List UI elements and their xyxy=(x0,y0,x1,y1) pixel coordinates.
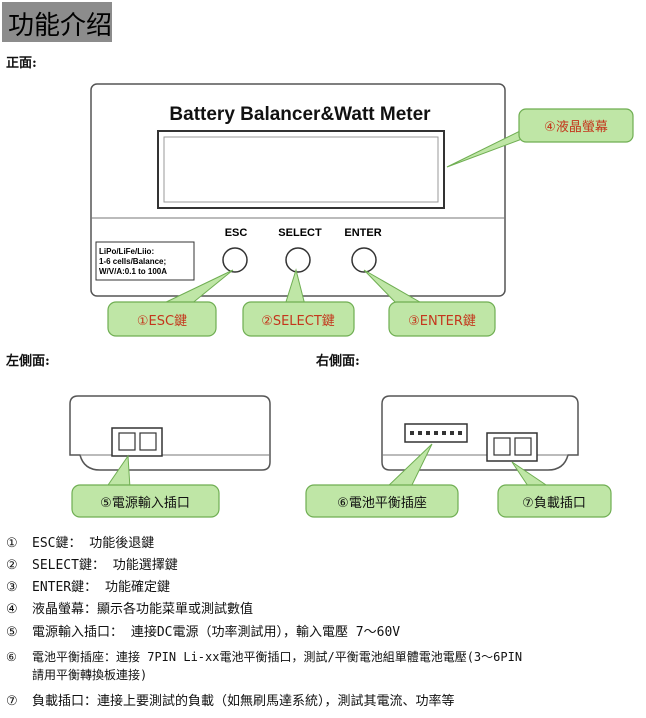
callout-esc: ①ESC鍵 xyxy=(107,269,234,337)
select-label: SELECT xyxy=(278,227,322,239)
spec-label-box xyxy=(95,241,195,281)
device-title: Battery Balancer&Watt Meter xyxy=(169,104,431,125)
spec-line: 1-6 cells/Balance; xyxy=(99,257,166,266)
right-side-panel xyxy=(381,395,579,471)
enter-button[interactable] xyxy=(351,247,377,273)
callout-load: ⑦負載插口 xyxy=(497,461,612,518)
enter-label: ENTER xyxy=(344,227,381,239)
spec-line: LiPo/LiFe/Liio: xyxy=(99,247,154,256)
callout-lcd-text: ④液晶螢幕 xyxy=(544,120,608,135)
callout-power-text: ⑤電源輸入插口 xyxy=(100,496,190,511)
section-title-box: 功能介绍 xyxy=(2,2,112,42)
callout-enter: ③ENTER鍵 xyxy=(363,269,496,337)
callout-select-text: ②SELECT鍵 xyxy=(261,313,335,329)
front-panel: Battery Balancer&Watt Meter ESC SELECT E… xyxy=(90,83,506,297)
left-side-panel xyxy=(69,395,271,471)
esc-label: ESC xyxy=(225,227,248,239)
front-label: 正面: xyxy=(6,56,37,71)
section-title: 功能介绍 xyxy=(8,11,113,41)
description-item-continued: 請用平衡轉換板連接) xyxy=(32,668,148,682)
spec-line: W/V/A:0.1 to 100A xyxy=(99,267,167,276)
callout-balance: ⑥電池平衡插座 xyxy=(305,443,459,518)
callout-esc-text: ①ESC鍵 xyxy=(137,313,187,329)
lcd-screen xyxy=(157,130,445,209)
left-side-label: 左側面: xyxy=(6,354,50,369)
callout-lcd: ④液晶螢幕 xyxy=(446,108,634,168)
callout-balance-text: ⑥電池平衡插座 xyxy=(337,496,427,511)
select-button[interactable] xyxy=(285,247,311,273)
right-side-label: 右側面: xyxy=(316,354,360,369)
callout-enter-text: ③ENTER鍵 xyxy=(408,313,476,329)
callout-load-text: ⑦負載插口 xyxy=(522,496,586,511)
callout-select: ②SELECT鍵 xyxy=(242,268,355,337)
esc-button[interactable] xyxy=(222,247,248,273)
callout-power: ⑤電源輸入插口 xyxy=(71,454,220,518)
